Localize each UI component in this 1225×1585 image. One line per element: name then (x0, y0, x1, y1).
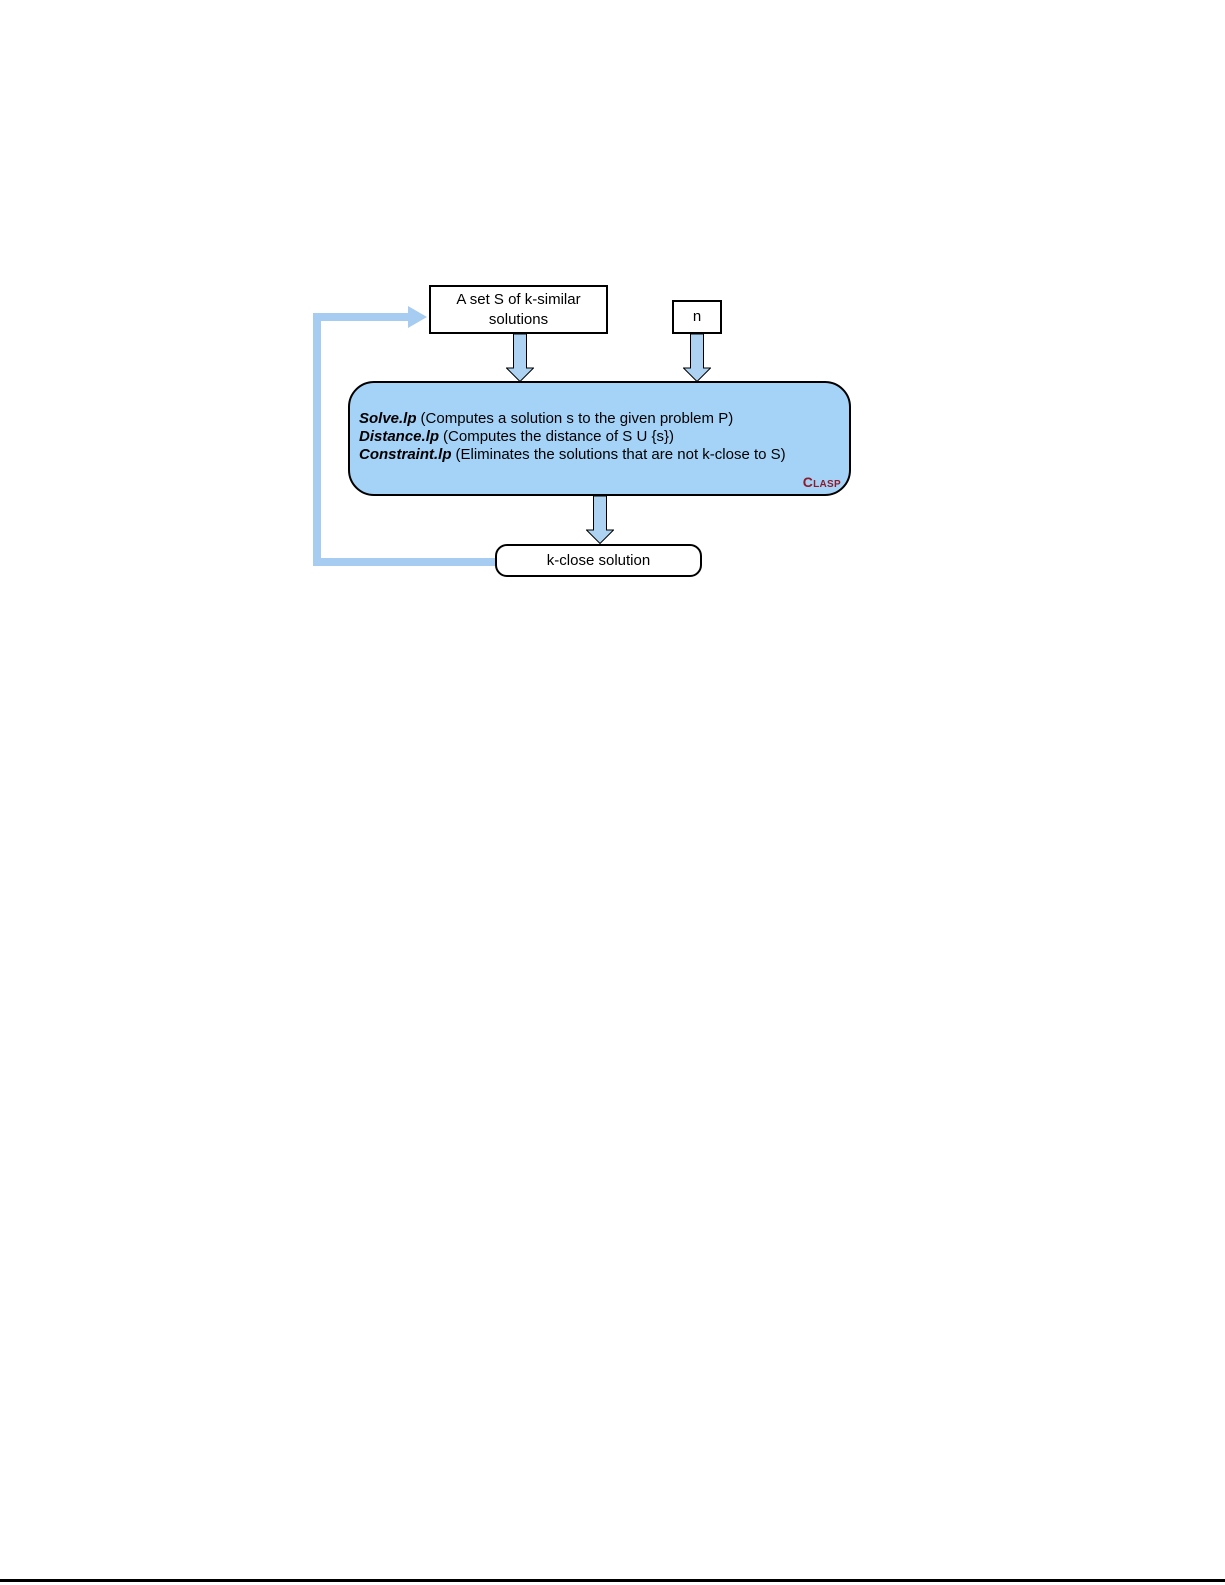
program-description: (Computes a solution s to the given prob… (420, 410, 734, 427)
solver-line-solve: Solve.lp(Computes a solution s to the gi… (359, 410, 786, 428)
loop-arrow-top-segment (313, 313, 410, 321)
loop-arrow-bottom-segment (313, 558, 495, 566)
down-arrow-icon (506, 334, 534, 382)
n-input-label: n (692, 308, 702, 326)
program-name: Distance.lp (359, 428, 440, 445)
program-name: Solve.lp (359, 410, 417, 427)
solver-box: Solve.lp(Computes a solution s to the gi… (348, 381, 851, 496)
input-set-label: A set S of k-similar solutions (456, 291, 581, 328)
program-description: (Computes the distance of S U {s}) (443, 428, 674, 445)
solver-program-lines: Solve.lp(Computes a solution s to the gi… (359, 410, 786, 464)
solver-line-constraint: Constraint.lp(Eliminates the solutions t… (359, 446, 786, 464)
down-arrow-icon (683, 334, 711, 382)
down-arrow-icon (586, 496, 614, 544)
output-box: k-close solution (495, 544, 702, 577)
output-label: k-close solution (546, 552, 651, 569)
program-name: Constraint.lp (359, 446, 452, 463)
clasp-label: Clasp (802, 474, 841, 490)
loop-arrowhead-icon (408, 306, 427, 328)
solver-line-distance: Distance.lp(Computes the distance of S U… (359, 428, 786, 446)
input-set-box: A set S of k-similar solutions (429, 285, 608, 334)
program-description: (Eliminates the solutions that are not k… (455, 446, 786, 463)
n-input-box: n (672, 300, 722, 334)
loop-arrow-vertical-segment (313, 313, 321, 566)
page-bottom-rule (0, 1579, 1225, 1582)
